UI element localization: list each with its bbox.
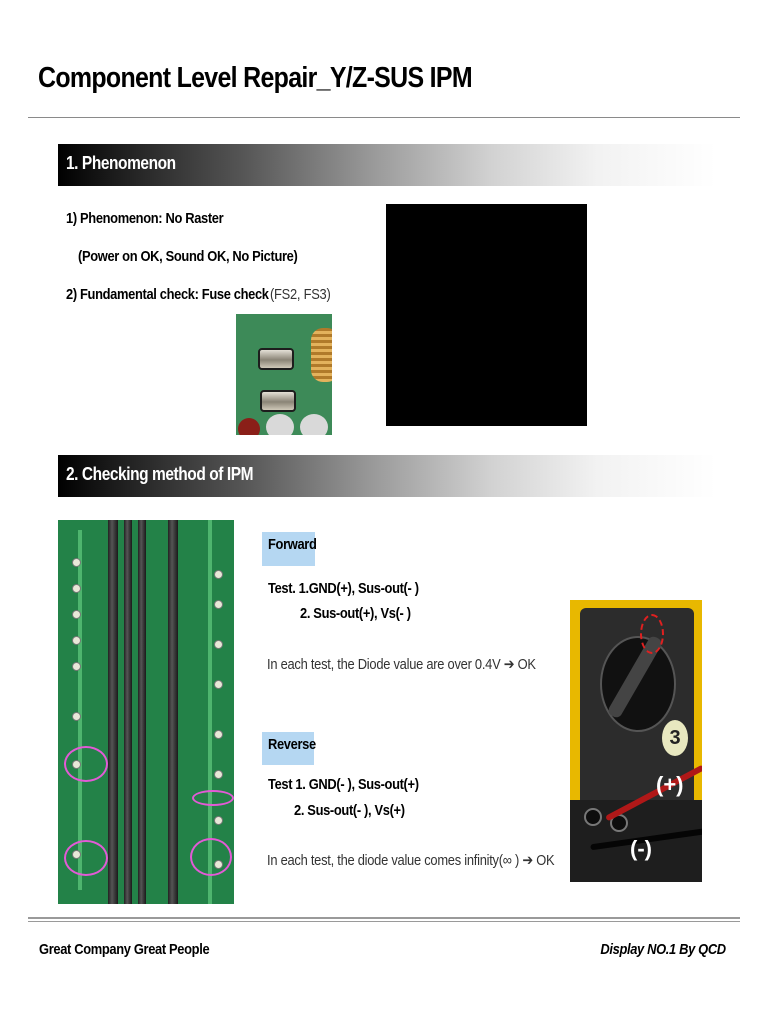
heatsink-strip — [168, 520, 178, 904]
capacitor — [300, 414, 328, 435]
capacitor — [266, 414, 294, 435]
plus-probe-label: (+) — [656, 772, 684, 797]
fundamental-check-line: 2) Fundamental check: Fuse check — [66, 286, 269, 303]
gnd-test-point-ring — [64, 746, 108, 782]
title-divider — [28, 117, 740, 118]
section-header-checking-method: 2. Checking method of IPM — [58, 455, 716, 497]
meter-dial-number: 3 — [662, 720, 688, 756]
heatsink-strip — [124, 520, 132, 904]
section-header-phenomenon: 1. Phenomenon — [58, 144, 716, 186]
footer-slogan: Great Company Great People — [39, 941, 210, 958]
footer-credit: Display NO.1 By QCD — [600, 941, 727, 958]
section-heading: 1. Phenomenon — [66, 153, 176, 173]
ipm-board-photo — [58, 520, 234, 904]
no-picture-screen — [386, 204, 587, 426]
minus-probe-label: (-) — [630, 836, 652, 861]
fuse-fs3 — [260, 390, 296, 412]
capacitor — [238, 418, 260, 435]
reverse-label: Reverse — [262, 732, 316, 765]
reverse-test-2: 2. Sus-out(- ), Vs(+) — [294, 802, 405, 819]
fuse-reference-note: (FS2, FS3) — [270, 286, 331, 303]
forward-label: Forward — [262, 532, 317, 566]
meter-jack — [584, 808, 602, 826]
footer-divider — [28, 917, 740, 919]
reverse-result: In each test, the diode value comes infi… — [267, 852, 555, 869]
inductor-coil — [311, 328, 332, 382]
fuse-photo — [236, 314, 332, 435]
diode-mode-marker — [640, 614, 664, 654]
vs-test-point-ring — [192, 790, 234, 806]
reverse-test-1: Test 1. GND(- ), Sus-out(+) — [268, 776, 419, 793]
page-title: Component Level Repair_Y/Z-SUS IPM — [38, 62, 473, 94]
multimeter-photo: 3 (+) (-) — [570, 600, 702, 882]
sus-out-test-point-ring — [64, 840, 108, 876]
phenomenon-line: 1) Phenomenon: No Raster — [66, 210, 224, 227]
forward-result: In each test, the Diode value are over 0… — [267, 656, 536, 673]
forward-test-1: Test. 1.GND(+), Sus-out(- ) — [268, 580, 419, 597]
footer-divider — [28, 921, 740, 922]
sus-out-test-point-ring — [190, 838, 232, 876]
heatsink-strip — [138, 520, 146, 904]
section-heading: 2. Checking method of IPM — [66, 464, 254, 484]
fuse-fs2 — [258, 348, 294, 370]
forward-test-2: 2. Sus-out(+), Vs(- ) — [300, 605, 411, 622]
heatsink-strip — [108, 520, 118, 904]
phenomenon-detail: (Power on OK, Sound OK, No Picture) — [78, 248, 298, 265]
